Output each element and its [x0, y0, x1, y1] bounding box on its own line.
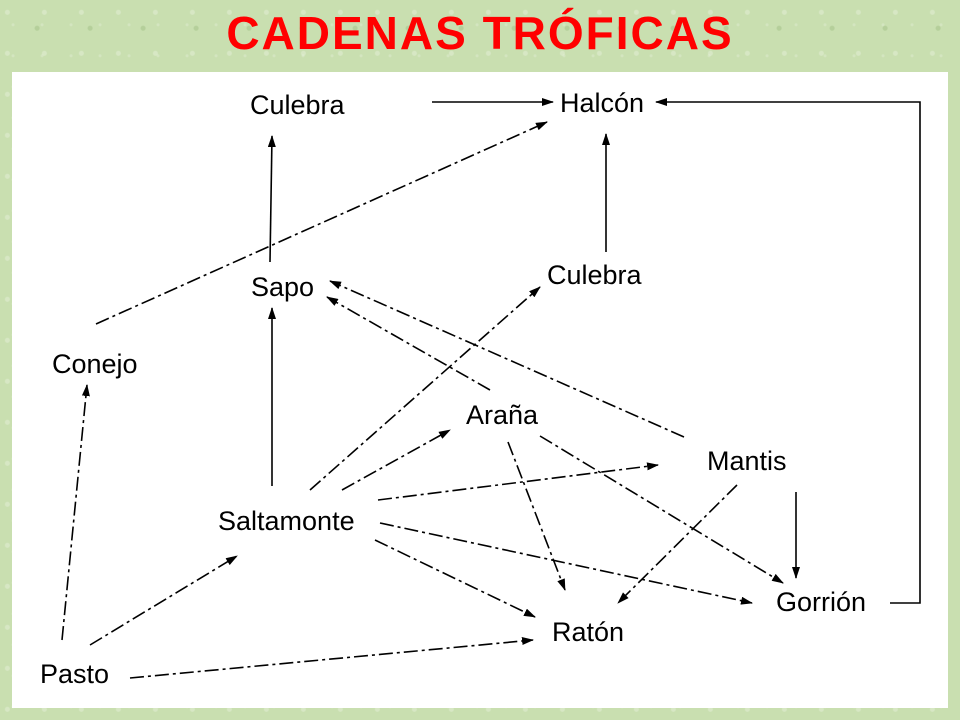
- edge-saltamonte-gorrion: [379, 522, 753, 605]
- edge-conejo-halcon: [95, 121, 548, 325]
- node-culebra-mid: Culebra: [547, 260, 643, 290]
- node-pasto: Pasto: [40, 659, 109, 689]
- edge-saltamonte-culebra-mid: [309, 286, 541, 491]
- edge-pasto-conejo: [61, 384, 90, 641]
- node-raton: Ratón: [552, 617, 624, 647]
- edge-arana-raton: [507, 441, 566, 591]
- node-culebra-top: Culebra: [250, 90, 346, 120]
- edge-saltamonte-arana: [341, 429, 451, 491]
- diagram-panel: [12, 72, 948, 708]
- page-title: CADENAS TRÓFICAS: [226, 7, 734, 59]
- node-arana: Araña: [466, 400, 539, 430]
- edge-saltamonte-mantis: [377, 462, 659, 501]
- edge-sapo-culebra-top: [267, 135, 276, 263]
- node-saltamonte: Saltamonte: [218, 506, 355, 536]
- edge-pasto-raton: [129, 637, 534, 679]
- node-gorrion: Gorrión: [776, 587, 866, 617]
- node-sapo: Sapo: [251, 272, 314, 302]
- edge-gorrion-halcon: [655, 98, 921, 604]
- edge-arana-sapo: [326, 296, 491, 391]
- edge-arana-gorrion: [539, 435, 784, 584]
- edge-pasto-saltamonte: [89, 555, 238, 646]
- node-mantis: Mantis: [707, 446, 787, 476]
- edge-mantis-sapo: [329, 280, 685, 438]
- edge-saltamonte-raton: [374, 539, 536, 618]
- node-halcon: Halcón: [560, 88, 644, 118]
- edge-mantis-raton: [617, 484, 738, 604]
- node-conejo: Conejo: [52, 349, 138, 379]
